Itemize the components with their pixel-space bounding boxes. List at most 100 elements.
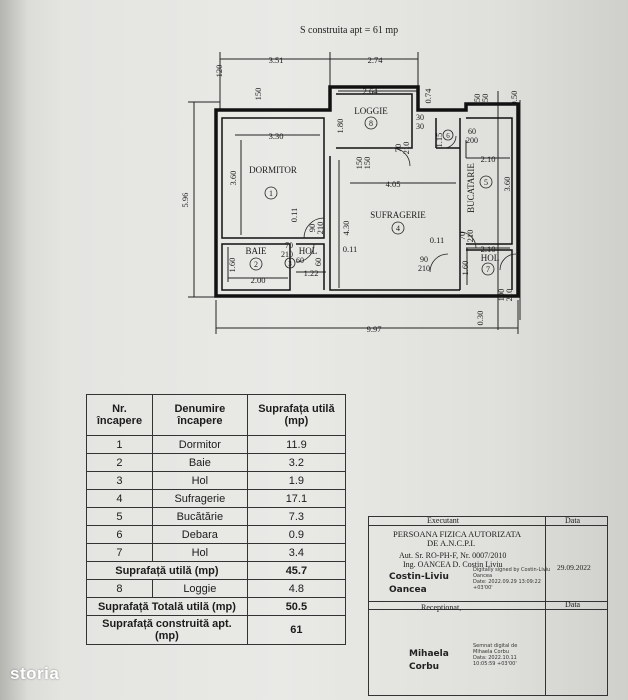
signer2-first: Mihaela [409, 649, 449, 659]
construita-row: Suprafață construită apt. (mp) 61 [86, 615, 347, 645]
h-150b: 150 [472, 94, 482, 107]
h-90b: 90 [420, 255, 428, 264]
cell-area: 3.2 [246, 453, 347, 472]
pfa-line2: DE A.N.C.P.I. [427, 538, 476, 548]
h-80: 60 [296, 256, 304, 265]
room-num-2: 2 [254, 260, 258, 269]
digital1-c: Date: 2022.09.29 13:09:22 [473, 579, 541, 585]
header-nr: Nr. încapere [86, 394, 153, 436]
cell-nr: 5 [86, 507, 153, 526]
cell-nr: 6 [86, 525, 153, 544]
cell-name: Dormitor [151, 435, 248, 454]
h-70c: 70 [285, 241, 293, 250]
header-name: Denumire încapere [151, 394, 248, 436]
cell-area: 0.9 [246, 525, 347, 544]
construita-label: Suprafață construită apt. (mp) [86, 615, 248, 645]
dim-030: 0.30 [475, 311, 485, 326]
storia-logo: storia [10, 664, 60, 683]
digital2-d: 10:05:59 +03'00' [473, 661, 517, 667]
cell-name: Baie [151, 453, 248, 472]
room-num-7: 7 [486, 265, 490, 274]
util-row: Suprafață utilă (mp) 45.7 [86, 561, 347, 580]
cell-name: Hol [151, 543, 248, 562]
h-70b: 70 [457, 232, 467, 241]
room-num-3: 3 [288, 260, 292, 268]
rooms-table: Nr. încapere Denumire încapere Suprafața… [86, 394, 347, 645]
dim-360a: 3.60 [228, 171, 238, 186]
h-210f: 210 [418, 264, 430, 273]
dim-351: 3.51 [269, 55, 284, 65]
dim-274: 2.74 [368, 55, 384, 65]
cell-nr: 7 [86, 543, 153, 562]
h-150a: 150 [253, 88, 263, 101]
h-200: 200 [466, 136, 478, 145]
total-row: Suprafață Totală utilă (mp) 50.5 [86, 597, 347, 616]
digital1-d: +03'00' [473, 585, 493, 591]
cell-area: 11.9 [246, 435, 347, 454]
h-210a: 210 [401, 142, 411, 155]
room-num-6: 6 [446, 132, 450, 140]
dim-160a: 1.60 [227, 258, 237, 273]
digital2-b: Mihaela Corbu [473, 649, 510, 655]
cell-area: 17.1 [246, 489, 347, 508]
util-value: 45.7 [246, 561, 347, 580]
h-210b: 210 [315, 222, 325, 235]
signer2-last: Corbu [409, 662, 440, 672]
pfa-line4: Ing. OANCEA D. Costin Liviu [403, 560, 503, 569]
cell-name: Hol [151, 471, 248, 490]
total-value: 50.5 [246, 597, 347, 616]
dim-405: 4.05 [386, 179, 401, 189]
room-loggie: LOGGIE [354, 106, 388, 116]
data2-label: Data [565, 600, 581, 609]
h-30b: 30 [416, 122, 424, 131]
room-dormitor: DORMITOR [249, 165, 297, 175]
dim-074: 0.74 [423, 88, 433, 104]
header-construita: S construita apt = 61 mp [300, 25, 399, 36]
dim-200: 2.00 [251, 275, 266, 285]
room-num-1: 1 [269, 189, 273, 198]
room-num-8: 8 [369, 119, 373, 128]
util-label: Suprafață utilă (mp) [86, 561, 248, 580]
cell-nr: 8 [86, 579, 153, 598]
dim-360b: 3.60 [502, 177, 512, 192]
cell-area: 3.4 [246, 543, 347, 562]
h-100: 100 [496, 289, 506, 302]
header-area: Suprafața utilă (mp) [246, 394, 347, 436]
floor-plan: 3.51 2.74 2.64 3.30 4.05 2.10 2.10 2.00 … [180, 52, 521, 334]
h-60b: 60 [313, 258, 323, 267]
h-210e: 210 [504, 289, 514, 302]
h-60: 60 [468, 127, 476, 136]
digital1-a: Digitally signed by Costin-Liviu [473, 567, 551, 573]
dim-210b: 2.10 [481, 244, 496, 254]
digital1-b: Oancea [473, 573, 493, 579]
sign-date: 29.09.2022 [557, 563, 591, 572]
pfa-line3: Aut. Sr. RO-PH-F, Nr. 0007/2010 [399, 551, 507, 560]
room-hol7: HOL [481, 253, 500, 263]
room-num-4: 4 [396, 224, 400, 233]
dim-596: 5.96 [180, 193, 190, 208]
cell-name: Bucătărie [151, 507, 248, 526]
cell-name: Sufragerie [151, 489, 248, 508]
dim-115: 1.15 [434, 133, 444, 148]
cell-nr: 2 [86, 453, 153, 472]
total-label: Suprafață Totală utilă (mp) [86, 597, 248, 616]
page-shadow [0, 0, 28, 700]
dim-210a: 2.10 [481, 154, 496, 164]
executant-label: Executant [427, 516, 459, 525]
dim-160b: 1.60 [460, 261, 470, 276]
room-baie: BAIE [246, 246, 267, 256]
cell-area: 1.9 [246, 471, 347, 490]
h-30a: 30 [416, 113, 424, 122]
h-150c: 150 [480, 94, 490, 107]
h-70: 70 [393, 144, 403, 153]
room-num-5: 5 [484, 178, 488, 187]
signature-block: Executant Data PERSOANA FIZICA AUTORIZAT… [368, 516, 608, 696]
cell-nr: 1 [86, 435, 153, 454]
cell-nr: 4 [86, 489, 153, 508]
dim-120: 120 [214, 65, 224, 78]
